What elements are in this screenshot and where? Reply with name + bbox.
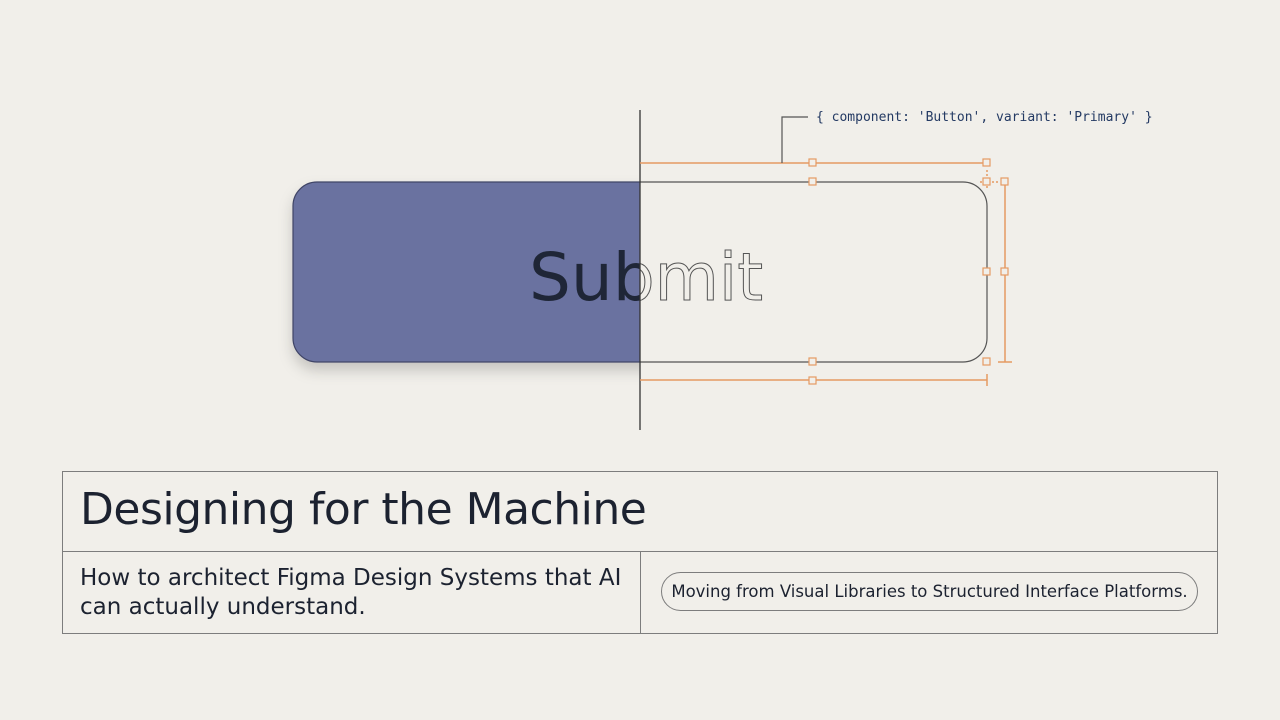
primary-button-fill [292,181,640,363]
code-label-leader [781,116,808,163]
tag-cell: Moving from Visual Libraries to Structur… [641,551,1217,633]
component-code-label: { component: 'Button', variant: 'Primary… [816,110,1153,125]
tagline-pill: Moving from Visual Libraries to Structur… [661,572,1198,611]
submit-label-outline: Submit [529,239,763,316]
submit-label-filled: Submit [529,239,763,316]
title-card: Designing for the Machine How to archite… [62,471,1218,634]
title-row: Designing for the Machine [63,472,1217,552]
subtitle: How to architect Figma Design Systems th… [80,565,622,620]
annotation-handles [808,158,1009,385]
button-anatomy-illustration: Submit Submit { component: 'Button', var… [292,110,1153,430]
subtitle-cell: How to architect Figma Design Systems th… [63,551,641,633]
page-title: Designing for the Machine [80,484,647,535]
